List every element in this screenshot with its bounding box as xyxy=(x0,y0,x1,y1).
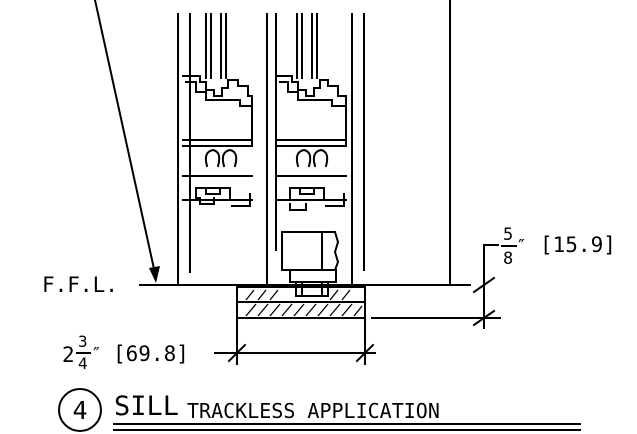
width-dimension xyxy=(214,319,376,365)
height-dim-denominator: 8 xyxy=(503,249,513,269)
left-panel-extrusion xyxy=(182,13,253,207)
width-dim-denominator: 4 xyxy=(78,354,88,373)
detail-subtitle: TRACKLESS APPLICATION xyxy=(187,399,440,423)
height-dim-inch-mark: ″ xyxy=(516,236,527,257)
detail-number-circle xyxy=(58,388,102,432)
leader-line xyxy=(93,0,160,283)
width-dim-metric: [69.8] xyxy=(113,342,189,366)
detail-title: SILL xyxy=(114,391,179,422)
floor-label: F.F.L. xyxy=(42,273,118,297)
roller-guide xyxy=(281,231,340,297)
sill-block xyxy=(236,286,366,319)
frame-outline xyxy=(177,0,451,286)
right-panel-extrusion xyxy=(277,13,347,211)
height-dimension xyxy=(371,244,501,329)
height-dim-metric: [15.9] xyxy=(540,233,616,257)
width-dim-numerator: 3 xyxy=(78,332,88,351)
width-dim-whole: 2 xyxy=(62,343,75,367)
height-dim-numerator: 5 xyxy=(503,225,513,245)
detail-number: 4 xyxy=(72,396,87,425)
width-dim-inch-mark: ″ xyxy=(91,344,102,365)
